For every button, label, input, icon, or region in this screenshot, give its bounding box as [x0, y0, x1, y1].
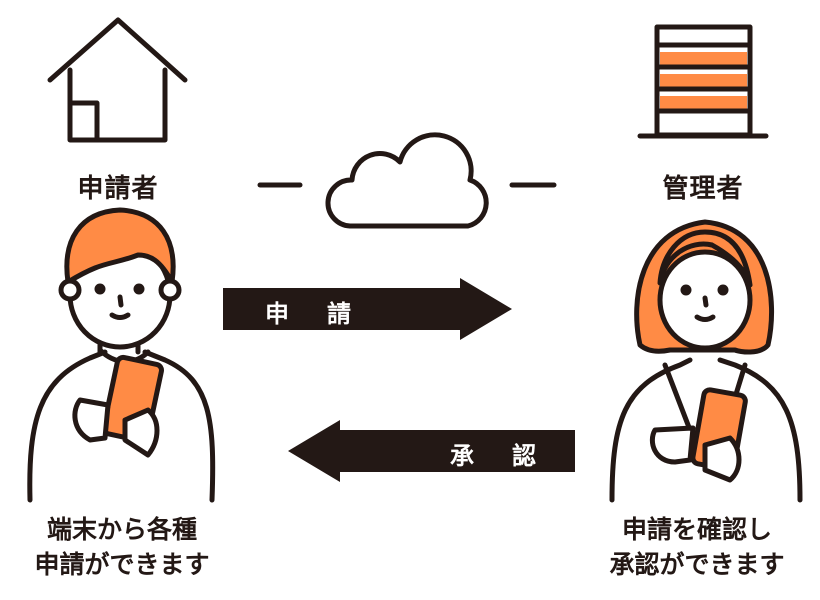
admin-person [609, 219, 803, 503]
applicant-caption: 端末から各種 申請ができます [0, 512, 252, 582]
building-icon [637, 24, 769, 139]
approve-char-1: 承 [450, 442, 474, 470]
admin-caption: 申請を確認し 承認ができます [567, 512, 820, 582]
apply-char-1: 申 [265, 300, 289, 328]
applicant-caption-line2: 申請ができます [34, 550, 210, 579]
apply-arrow [223, 278, 512, 340]
approve-arrow [288, 420, 575, 482]
cloud-icon [257, 132, 557, 229]
apply-char-2: 請 [327, 300, 351, 328]
admin-caption-line1: 申請を確認し [621, 515, 772, 544]
approve-char-2: 認 [512, 442, 536, 470]
admin-caption-line2: 承認ができます [609, 550, 785, 579]
applicant-person [27, 207, 216, 503]
house-icon [47, 17, 188, 143]
applicant-caption-line1: 端末から各種 [46, 515, 197, 544]
applicant-label: 申請者 [77, 174, 159, 204]
admin-label: 管理者 [662, 174, 744, 204]
